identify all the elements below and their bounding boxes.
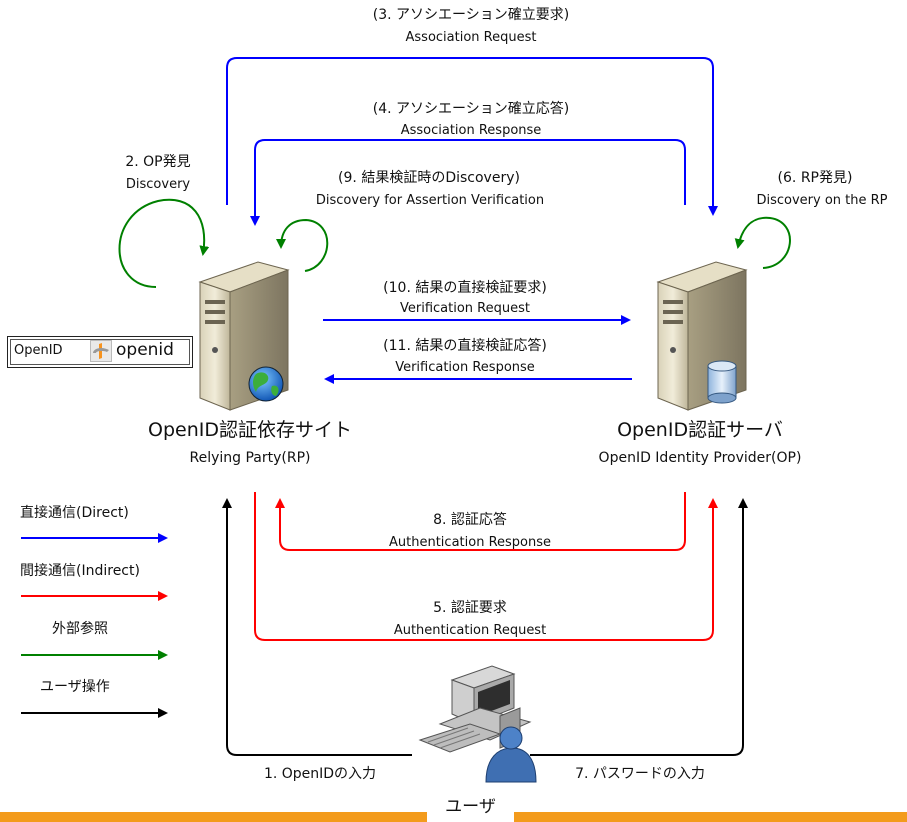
- openid-input-label: 1. OpenIDの入力: [263, 766, 377, 782]
- verification-discovery-label-en: Discovery for Assertion Verification: [315, 193, 545, 208]
- verification-response-label-ja: (11. 結果の直接検証応答): [383, 338, 547, 354]
- op-discovery-loop: [118, 198, 210, 288]
- op-title: OpenID認証サーバ: [617, 419, 783, 441]
- verification-request-label-ja: (10. 結果の直接検証要求): [383, 280, 547, 296]
- authentication-response-label-ja: 8. 認証応答: [433, 512, 507, 528]
- association-request-arrow: [226, 57, 718, 216]
- openid-badge-text: OpenID: [14, 343, 63, 358]
- rp-title: OpenID認証依存サイト: [148, 419, 352, 441]
- openid-input-arrow: [222, 498, 412, 756]
- verification-discovery-label-ja: (9. 結果検証時のDiscovery): [338, 170, 520, 186]
- authentication-response-label-en: Authentication Response: [389, 535, 551, 550]
- association-response-label-ja: (4. アソシエーション確立応答): [372, 101, 570, 117]
- legend-direct-label: 直接通信(Direct): [20, 505, 129, 521]
- association-response-arrow: [250, 139, 686, 226]
- authentication-response-arrow: [275, 492, 686, 551]
- rp-subtitle: Relying Party(RP): [189, 450, 311, 466]
- rp-discovery-label-ja: (6. RP発見): [777, 170, 853, 186]
- user-label: ユーザ: [445, 797, 496, 817]
- password-input-arrow: [530, 498, 748, 756]
- association-response-label-en: Association Response: [400, 123, 542, 138]
- password-input-label: 7. パスワードの入力: [575, 766, 705, 782]
- authentication-request-label-ja: 5. 認証要求: [433, 600, 507, 616]
- op-discovery-label-en: Discovery: [125, 177, 191, 192]
- verification-request-label-en: Verification Request: [400, 301, 530, 316]
- authentication-request-arrow: [254, 492, 718, 641]
- globe-icon: [248, 366, 284, 402]
- legend-external-label: 外部参照: [52, 621, 108, 637]
- legend-user-label: ユーザ操作: [40, 679, 110, 695]
- rp-discovery-loop: [734, 216, 791, 269]
- verification-discovery-loop: [276, 218, 329, 272]
- association-request-label-en: Association Request: [405, 30, 537, 45]
- bottom-bar-left: [0, 812, 427, 822]
- user-person-icon: [485, 726, 537, 783]
- legend-indirect-label: 間接通信(Indirect): [20, 563, 140, 579]
- verification-response-label-en: Verification Response: [395, 360, 535, 375]
- openid-badge: OpenID openid: [7, 336, 193, 368]
- openid-badge-frame: [10, 339, 190, 365]
- openid-wordmark: openid: [116, 340, 174, 360]
- association-request-label-ja: (3. アソシエーション確立要求): [372, 7, 570, 23]
- op-subtitle: OpenID Identity Provider(OP): [598, 450, 802, 466]
- rp-discovery-label-en: Discovery on the RP: [756, 193, 888, 208]
- bottom-bar-right: [514, 812, 907, 822]
- op-discovery-label-ja: 2. OP発見: [125, 154, 191, 170]
- openid-logo-icon: [90, 340, 112, 362]
- authentication-request-label-en: Authentication Request: [393, 623, 547, 638]
- rp-server-icon: [198, 261, 290, 411]
- database-icon: [707, 360, 737, 404]
- user-computer-icon: [418, 665, 532, 753]
